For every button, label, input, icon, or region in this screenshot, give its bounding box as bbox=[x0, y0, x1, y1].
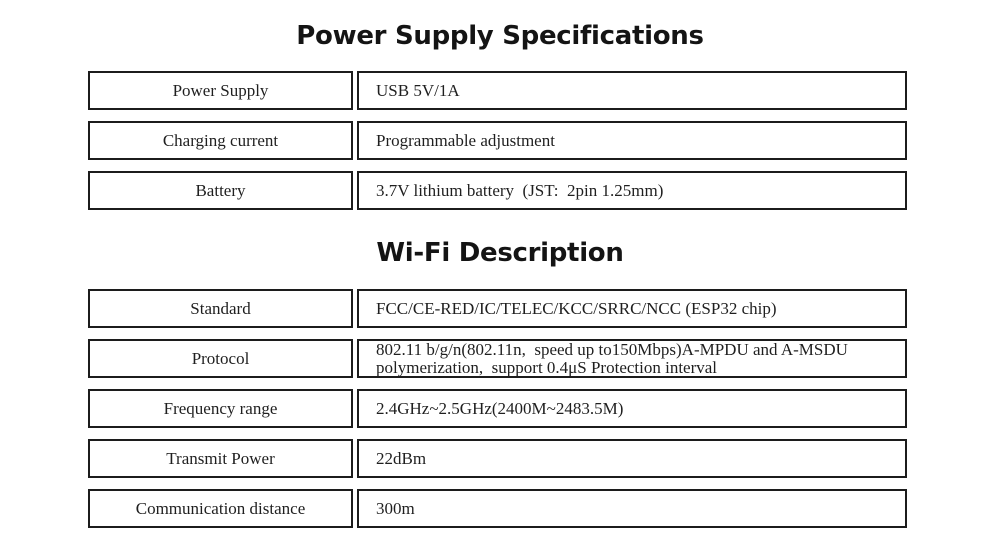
table-row: Power Supply USB 5V/1A bbox=[88, 71, 907, 111]
spec-value-cell: 300m bbox=[357, 489, 907, 529]
table-row: Protocol 802.11 b/g/n(802.11n, speed up … bbox=[88, 339, 907, 379]
table-row: Frequency range 2.4GHz~2.5GHz(2400M~2483… bbox=[88, 389, 907, 429]
table-row: Charging current Programmable adjustment bbox=[88, 121, 907, 161]
spec-value-cell: 802.11 b/g/n(802.11n, speed up to150Mbps… bbox=[357, 339, 907, 379]
table-row: Standard FCC/CE-RED/IC/TELEC/KCC/SRRC/NC… bbox=[88, 289, 907, 329]
power-supply-table: Power Supply USB 5V/1A Charging current … bbox=[88, 71, 907, 211]
table-row: Transmit Power 22dBm bbox=[88, 439, 907, 479]
spec-label-cell: Battery bbox=[88, 171, 353, 211]
spec-label-cell: Transmit Power bbox=[88, 439, 353, 479]
spec-value-cell: 2.4GHz~2.5GHz(2400M~2483.5M) bbox=[357, 389, 907, 429]
table-row: Communication distance 300m bbox=[88, 489, 907, 529]
section-title-power-supply: Power Supply Specifications bbox=[296, 21, 704, 52]
spec-value-cell: 3.7V lithium battery (JST: 2pin 1.25mm) bbox=[357, 171, 907, 211]
spec-label-cell: Communication distance bbox=[88, 489, 353, 529]
table-row: Battery 3.7V lithium battery (JST: 2pin … bbox=[88, 171, 907, 211]
wifi-table: Standard FCC/CE-RED/IC/TELEC/KCC/SRRC/NC… bbox=[88, 289, 907, 529]
spec-value-cell: Programmable adjustment bbox=[357, 121, 907, 161]
spec-label-cell: Power Supply bbox=[88, 71, 353, 111]
spec-label-cell: Frequency range bbox=[88, 389, 353, 429]
section-title-wifi: Wi-Fi Description bbox=[376, 238, 624, 269]
spec-value-cell: USB 5V/1A bbox=[357, 71, 907, 111]
spec-label-cell: Protocol bbox=[88, 339, 353, 379]
spec-label-cell: Charging current bbox=[88, 121, 353, 161]
spec-label-cell: Standard bbox=[88, 289, 353, 329]
spec-value-cell: FCC/CE-RED/IC/TELEC/KCC/SRRC/NCC (ESP32 … bbox=[357, 289, 907, 329]
spec-value-cell: 22dBm bbox=[357, 439, 907, 479]
